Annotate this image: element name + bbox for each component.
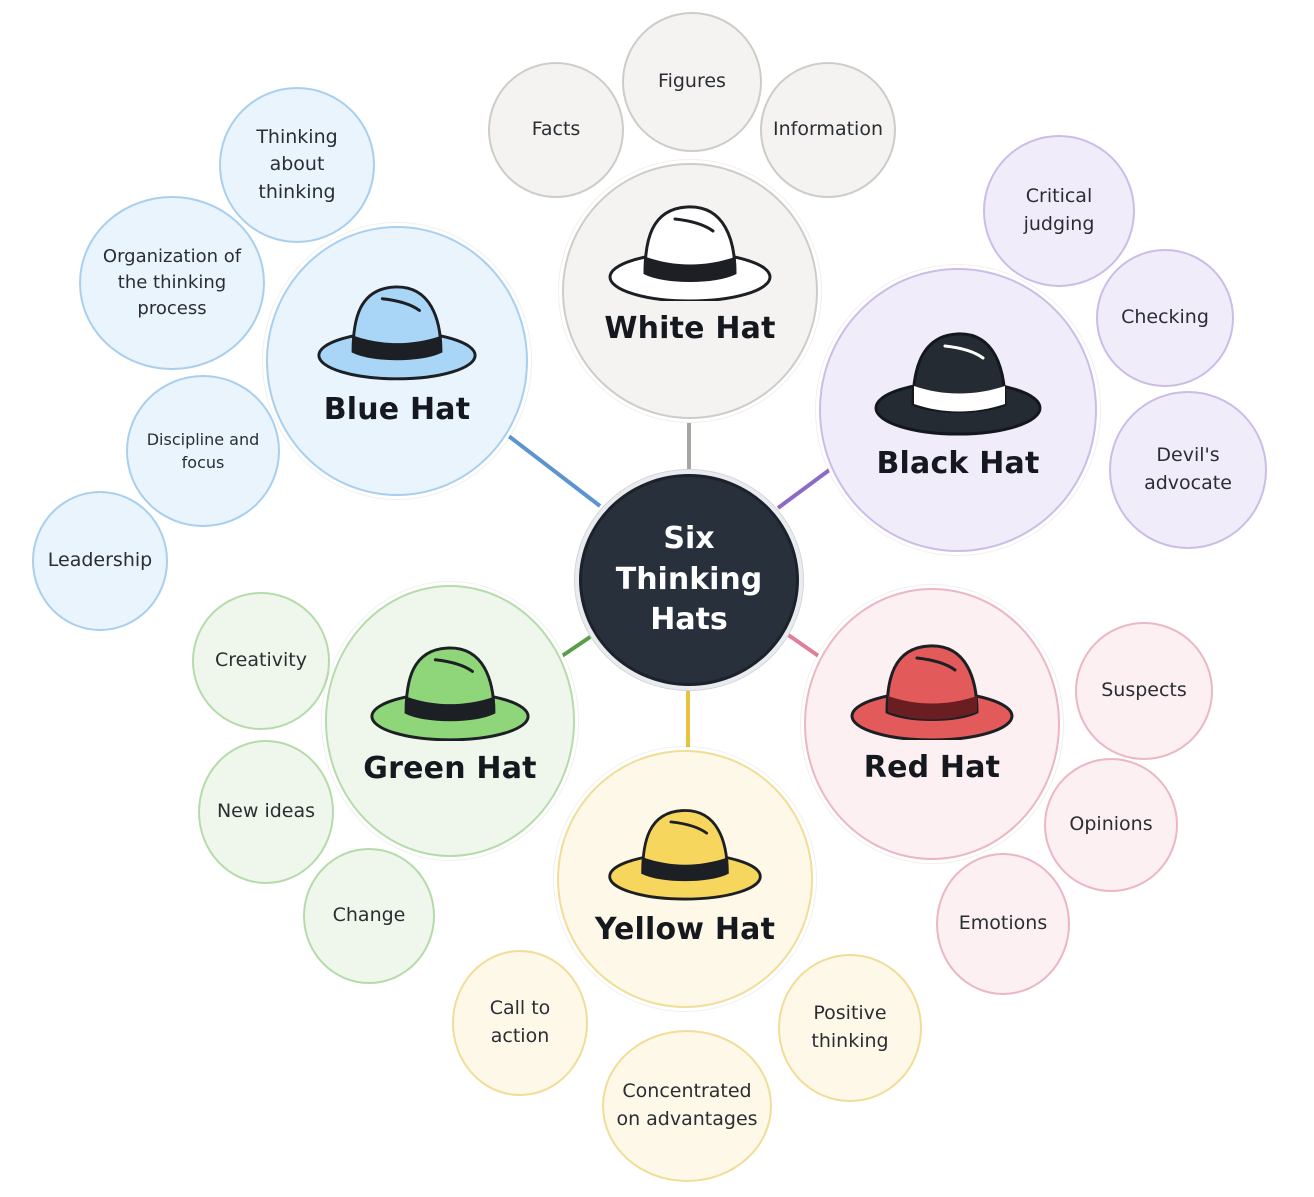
- black-hat-label: Black Hat: [876, 446, 1040, 481]
- connector-green: [560, 631, 598, 658]
- white-hat-icon: [608, 205, 772, 301]
- connector-blue: [504, 432, 602, 508]
- central-topic-label: Six Thinking Hats: [615, 521, 763, 638]
- green-hat-item-change: Change: [303, 848, 435, 984]
- black-hat-node: Black Hat: [819, 268, 1097, 552]
- red-hat-item-suspects: Suspects: [1075, 622, 1213, 760]
- central-topic: Six Thinking Hats: [579, 474, 799, 686]
- red-hat-icon: [850, 644, 1014, 740]
- connector-black: [776, 466, 834, 510]
- yellow-hat-label: Yellow Hat: [594, 912, 776, 947]
- green-hat-item-new-ideas: New ideas: [198, 740, 334, 884]
- white-hat-label: White Hat: [604, 311, 776, 346]
- red-hat-label: Red Hat: [863, 750, 1001, 785]
- white-hat-node: White Hat: [562, 163, 818, 419]
- black-hat-icon: [874, 332, 1042, 436]
- blue-hat-item-thinking-about-thinking: Thinking about thinking: [219, 87, 375, 243]
- yellow-hat-icon: [608, 809, 762, 901]
- yellow-hat-node: Yellow Hat: [557, 750, 813, 1008]
- red-hat-item-emotions: Emotions: [936, 853, 1070, 995]
- yellow-hat-item-call-to-action: Call to action: [452, 950, 588, 1096]
- white-hat-item-facts: Facts: [488, 62, 624, 198]
- green-hat-icon: [370, 646, 530, 741]
- blue-hat-item-leadership: Leadership: [32, 491, 168, 631]
- yellow-hat-item-concentrated-on-advantages: Concentrated on advantages: [602, 1030, 772, 1182]
- yellow-hat-item-positive-thinking: Positive thinking: [778, 954, 922, 1102]
- green-hat-node: Green Hat: [325, 585, 575, 857]
- green-hat-label: Green Hat: [363, 751, 537, 786]
- black-hat-item-checking: Checking: [1096, 249, 1234, 387]
- black-hat-item-critical-judging: Critical judging: [983, 135, 1135, 287]
- white-hat-item-information: Information: [760, 62, 896, 198]
- red-hat-node: Red Hat: [804, 588, 1060, 860]
- connector-red: [782, 630, 822, 659]
- blue-hat-item-discipline-and-focus: Discipline and focus: [126, 375, 280, 527]
- white-hat-item-figures: Figures: [622, 12, 762, 152]
- blue-hat-node: Blue Hat: [266, 226, 528, 496]
- green-hat-item-creativity: Creativity: [192, 592, 330, 730]
- black-hat-item-devils-advocate: Devil's advocate: [1109, 391, 1267, 549]
- blue-hat-icon: [317, 285, 477, 381]
- red-hat-item-opinions: Opinions: [1044, 758, 1178, 892]
- blue-hat-item-organization: Organization of the thinking process: [79, 196, 265, 370]
- blue-hat-label: Blue Hat: [323, 392, 471, 427]
